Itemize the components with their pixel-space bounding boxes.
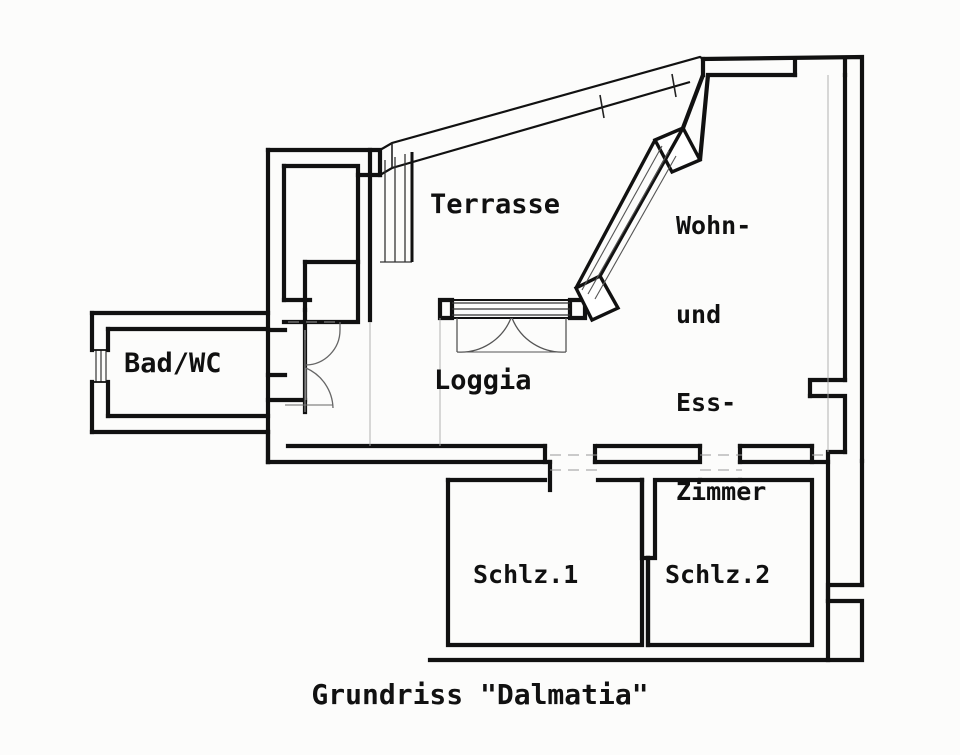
connector-top-outer bbox=[697, 74, 711, 161]
railing-post-2 bbox=[671, 73, 677, 98]
loggia-door-swings bbox=[456, 317, 567, 353]
bath-door-arc-lower bbox=[305, 367, 334, 409]
room-label-wohn-line1: Wohn- bbox=[676, 211, 752, 240]
connector-top bbox=[681, 74, 705, 129]
diagonal-glazing-panes bbox=[581, 145, 677, 300]
railing-post-1 bbox=[599, 94, 605, 119]
room-label-wohn-line2: und bbox=[676, 299, 722, 329]
railing-outer bbox=[379, 55, 704, 151]
loggia-door-arc-right bbox=[511, 317, 567, 353]
room-label-wohn-line4: Zimmer bbox=[676, 476, 767, 506]
glazing-pane-line-1 bbox=[581, 145, 663, 291]
room-label-terrasse: Terrasse bbox=[430, 189, 561, 220]
bath-window-frame bbox=[92, 349, 108, 383]
wall-living-outer bbox=[700, 54, 865, 464]
glazing-edge-inner bbox=[574, 139, 657, 289]
glazing-pane-line-2 bbox=[587, 150, 670, 295]
terrace-railing-posts bbox=[391, 73, 677, 168]
room-label-bad-wc: Bad/WC bbox=[124, 348, 222, 379]
wall-right-lower bbox=[825, 582, 865, 604]
loggia-door-arc-left bbox=[456, 317, 512, 353]
loggia-window-band bbox=[452, 302, 570, 316]
glazing-edge-outer bbox=[598, 127, 685, 277]
room-label-wohn-und-ess-zimmer: Wohn- und Ess- Zimmer bbox=[676, 152, 766, 565]
bath-window bbox=[95, 350, 107, 382]
wall-right-step-1 bbox=[807, 377, 848, 399]
room-label-schlafzimmer-1: Schlz.1 bbox=[473, 560, 579, 589]
bath-door-arc-upper bbox=[305, 329, 341, 366]
room-label-loggia: Loggia bbox=[434, 365, 532, 396]
construction-lines bbox=[288, 321, 830, 471]
diagonal-glazing-group bbox=[573, 125, 703, 323]
wall-bedroom2-left-upper bbox=[645, 477, 703, 561]
glazing-connectors bbox=[681, 74, 711, 161]
wall-loggia-top bbox=[437, 297, 455, 321]
construction-thin-lines bbox=[304, 75, 829, 452]
mullion-lower bbox=[573, 273, 621, 323]
room-label-schlafzimmer-2: Schlz.2 bbox=[665, 560, 771, 589]
wall-right-bottom bbox=[427, 598, 865, 663]
terrace-left-glazing bbox=[380, 154, 412, 263]
wall-bedroom2 bbox=[645, 477, 815, 648]
wall-right-step-2 bbox=[807, 393, 848, 455]
wall-bedroom-right-inner bbox=[825, 449, 848, 663]
wall-bedroom1 bbox=[445, 477, 645, 648]
wall-loggia-top-right bbox=[567, 297, 588, 321]
plan-caption: Grundriss "Dalmatia" bbox=[311, 678, 649, 711]
wall-corridor-seg-a bbox=[592, 443, 703, 465]
room-label-wohn-line3: Ess- bbox=[676, 388, 737, 417]
terrace-railing-group bbox=[378, 55, 704, 176]
glazing-pane-line-3 bbox=[594, 155, 677, 300]
wall-shaft bbox=[281, 163, 361, 325]
bath-door-swings bbox=[285, 322, 341, 409]
